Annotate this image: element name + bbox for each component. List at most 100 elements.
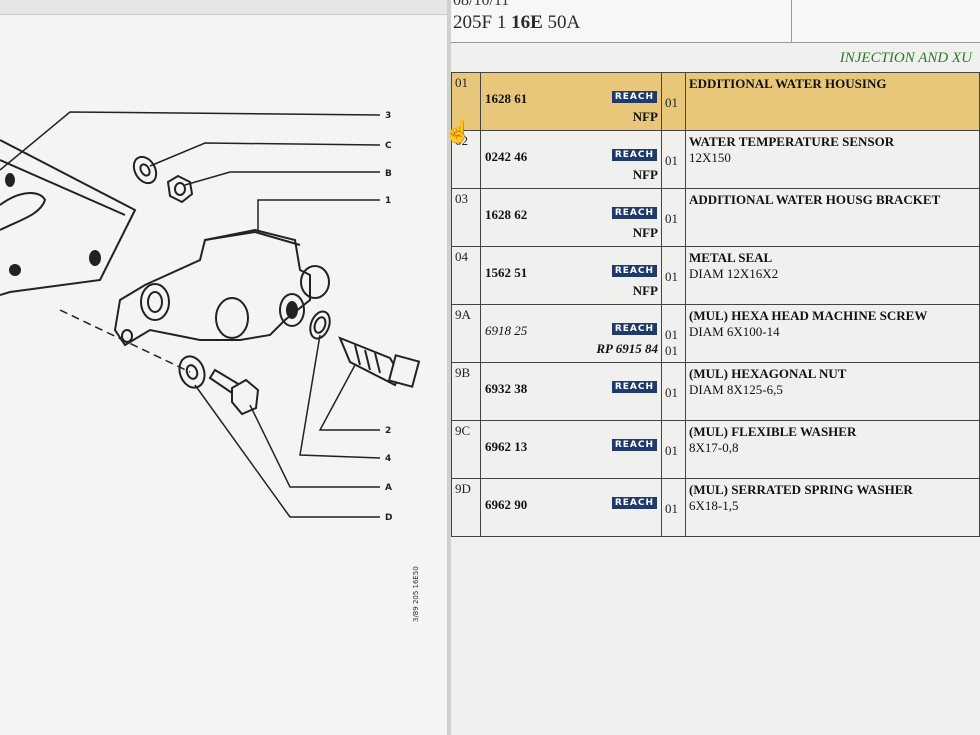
nfp-flag: NFP [632, 225, 658, 240]
vehicle-model: 205F 1 16E 50A [453, 12, 581, 33]
bracket-part [0, 139, 137, 296]
nfp-flag: NFP [632, 283, 658, 298]
part-reference-cell[interactable]: 6918 25 REACH RP 6915 84 [480, 304, 662, 363]
part-description: (MUL) HEXAGONAL NUT [689, 366, 847, 381]
reach-badge: REACH [611, 381, 657, 393]
part-index: 9D [451, 478, 481, 537]
part-quantity: 01 [665, 211, 678, 226]
part-index: 02 [451, 130, 481, 189]
part-row[interactable]: 9D 6962 90 REACH 01 (MUL) SERRATED SPRING WA… [451, 478, 980, 537]
part-quantity: 01 [665, 95, 678, 110]
part-description: (MUL) FLEXIBLE WASHER [689, 424, 857, 439]
washer-d [178, 355, 206, 389]
reach-badge: REACH [611, 439, 657, 451]
part-dimensions: DIAM 6X100-14 [689, 324, 780, 339]
reach-badge: REACH [611, 149, 657, 161]
callout-d: D [385, 513, 392, 523]
callout-1: 1 [385, 196, 391, 206]
header-separator [791, 0, 792, 42]
part-reference[interactable]: 1562 51 [485, 265, 528, 280]
parts-diagram-pane: 3 C B 1 2 4 A D 3/89 205 16E50 [0, 0, 447, 735]
reach-badge: REACH [611, 323, 657, 335]
exploded-diagram: 3 C B 1 2 4 A D 3/89 205 16E50 [0, 111, 421, 622]
part-quantity-cell: 01 [661, 362, 686, 421]
part-description-cell: EDDITIONAL WATER HOUSING [685, 72, 980, 131]
part-reference[interactable]: 1628 62 [485, 207, 528, 222]
part-index: 04 [451, 246, 481, 305]
diagram-side-code: 3/89 205 16E50 [412, 566, 420, 622]
part-description: EDDITIONAL WATER HOUSING [689, 76, 887, 91]
part-reference-cell[interactable]: 1562 51 REACH NFP [480, 246, 662, 305]
callout-c: C [385, 141, 392, 151]
parts-list-pane: 08/10/11 205F 1 16E 50A INJECTION AND XU… [451, 0, 980, 735]
vehicle-header: 08/10/11 205F 1 16E 50A [451, 0, 980, 43]
hand-cursor-icon: ☝ [444, 119, 472, 144]
part-reference-cell[interactable]: 1628 62 REACH NFP [480, 188, 662, 247]
part-reference[interactable]: 6962 90 [485, 497, 528, 512]
part-reference-cell[interactable]: 6962 90 REACH [480, 478, 662, 537]
part-quantity-cell: 01 [661, 72, 686, 131]
part-dimensions: 6X18-1,5 [689, 498, 739, 513]
part-description-cell: ADDITIONAL WATER HOUSG BRACKET [685, 188, 980, 247]
part-description: WATER TEMPERATURE SENSOR [689, 134, 895, 149]
section-title: INJECTION AND XU [839, 50, 972, 66]
part-reference-cell[interactable]: 6932 38 REACH [480, 362, 662, 421]
nfp-flag: NFP [632, 109, 658, 124]
part-index: 03 [451, 188, 481, 247]
part-reference[interactable]: 6962 13 [485, 439, 528, 454]
replacement-quantity: 01 [665, 343, 678, 358]
metal-seal-4 [309, 310, 331, 340]
replacement-ref: RP 6915 84 [596, 341, 658, 356]
part-reference[interactable]: 6932 38 [485, 381, 528, 396]
part-quantity-cell: 01 [661, 246, 686, 305]
part-index: 9A [451, 304, 481, 363]
part-reference[interactable]: 0242 46 [485, 149, 528, 164]
part-dimensions: 12X150 [689, 150, 731, 165]
part-quantity: 01 [665, 501, 678, 516]
callout-3: 3 [385, 111, 391, 121]
water-housing [113, 228, 311, 347]
washer-c [132, 155, 158, 185]
catalog-date: 08/10/11 [453, 0, 510, 9]
part-quantity: 01 [665, 443, 678, 458]
part-reference[interactable]: 1628 61 [485, 91, 528, 106]
part-dimensions: DIAM 12X16X2 [689, 266, 779, 281]
part-description: (MUL) SERRATED SPRING WASHER [689, 482, 913, 497]
pane-divider[interactable] [447, 0, 451, 735]
reach-badge: REACH [611, 265, 657, 277]
part-quantity: 01 [665, 327, 678, 342]
callout-a: A [385, 483, 392, 493]
nut-b [166, 174, 194, 204]
callout-2: 2 [385, 426, 391, 436]
reach-badge: REACH [611, 497, 657, 509]
part-dimensions: 8X17-0,8 [689, 440, 739, 455]
part-quantity: 01 [665, 269, 678, 284]
diagram-toolbar [0, 0, 447, 15]
part-reference-cell[interactable]: 6962 13 REACH [480, 420, 662, 479]
part-description: METAL SEAL [689, 250, 773, 265]
part-quantity: 01 [665, 153, 678, 168]
part-quantity-cell: 01 [661, 420, 686, 479]
reach-badge: REACH [611, 207, 657, 219]
part-quantity-cell: 01 [661, 478, 686, 537]
part-index: 9B [451, 362, 481, 421]
part-reference[interactable]: 6918 25 [485, 323, 528, 338]
part-row[interactable]: 03 1628 62 REACH NFP 01 ADDITIONAL WATER HOUS… [451, 188, 980, 247]
callout-b: B [385, 169, 392, 179]
